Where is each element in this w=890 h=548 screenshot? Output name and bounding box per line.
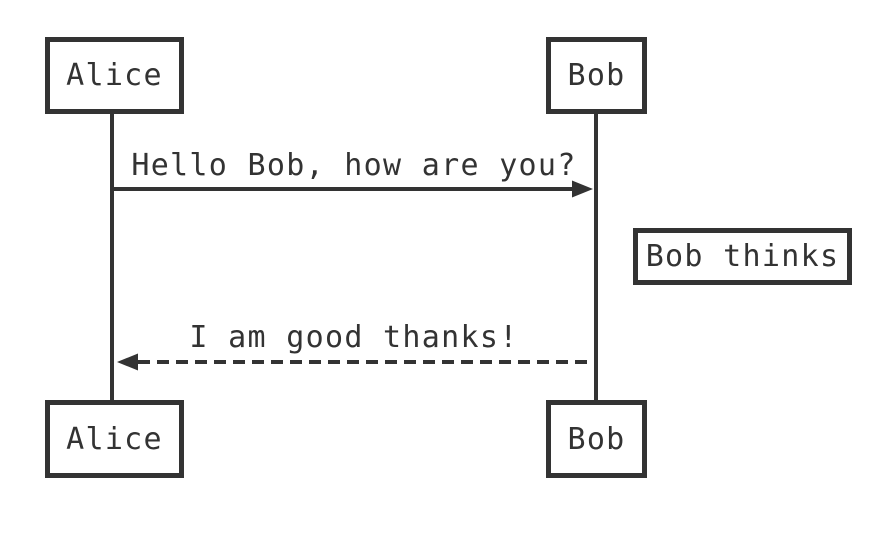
message-1-arrowhead bbox=[572, 180, 593, 198]
actor-bob-bottom-label: Bob bbox=[567, 421, 626, 457]
message-2-arrowhead bbox=[117, 353, 138, 371]
actor-bob-bottom: Bob bbox=[546, 400, 647, 478]
actor-alice-bottom: Alice bbox=[45, 400, 184, 478]
actor-bob-top-label: Bob bbox=[567, 58, 626, 93]
note-bob-thinks: Bob thinks bbox=[633, 228, 852, 285]
note-label: Bob thinks bbox=[645, 239, 840, 274]
actor-alice-top-label: Alice bbox=[66, 58, 163, 93]
message-2-label: I am good thanks! bbox=[189, 320, 519, 355]
message-1-label: Hello Bob, how are you? bbox=[131, 148, 577, 183]
actor-bob-top: Bob bbox=[546, 37, 647, 114]
actor-alice-bottom-label: Alice bbox=[66, 421, 163, 457]
actor-alice-top: Alice bbox=[45, 37, 184, 114]
